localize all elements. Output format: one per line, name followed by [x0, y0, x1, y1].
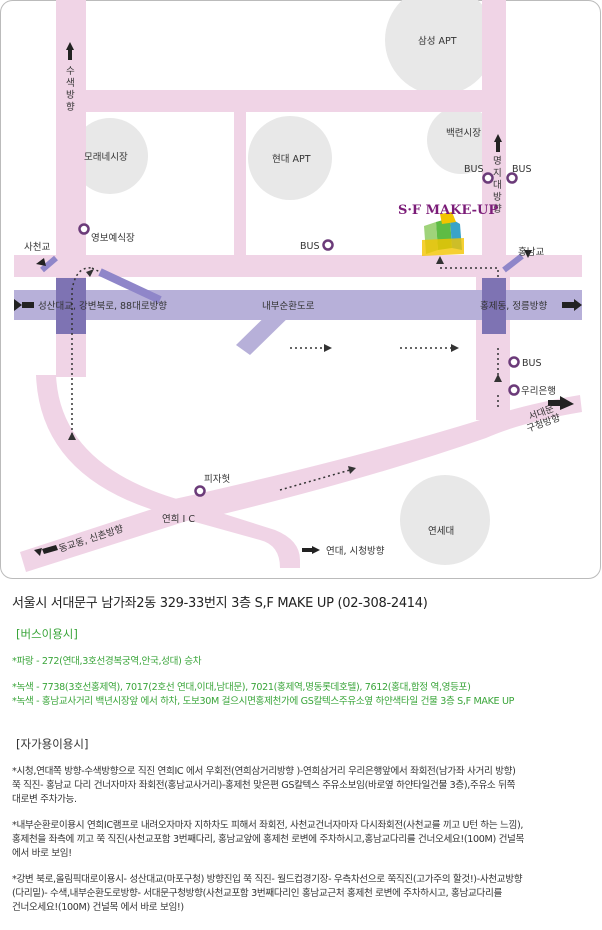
bus-marker-1	[482, 172, 494, 184]
svg-text:명: 명	[493, 156, 502, 167]
bus-line-3: *녹색 - 홍남교사거리 백년시장앞 에서 하차, 도보30M 걸으시면홍제천가…	[12, 696, 515, 707]
road-gyodong	[20, 500, 190, 572]
arrow-up-myeongji	[494, 134, 502, 152]
arrow-yeonhui	[302, 546, 320, 554]
svg-text:지: 지	[493, 168, 502, 179]
address: 서울시 서대문구 남가좌2동 329-33번지 3층 S,F MAKE UP (…	[12, 596, 428, 611]
label-hongnam-bridge: 홍남교	[518, 246, 544, 258]
road-suseak	[56, 0, 86, 255]
hongnam-pointer	[502, 253, 524, 273]
label-yeongbo: 영보예식장	[91, 233, 135, 244]
bus-section-title: [버스이용시]	[16, 627, 78, 641]
bus-marker-2	[506, 172, 518, 184]
label-hyundai-apt: 현대 APT	[272, 154, 311, 165]
arrow-right-east	[562, 299, 582, 311]
yeongbo-pointer	[98, 268, 162, 304]
road-yeonhui-curve	[36, 375, 300, 568]
arrow-seodaemun	[548, 396, 574, 410]
pizza-marker	[194, 485, 206, 497]
map-markers	[78, 172, 520, 497]
label-woori-bank: 우리은행	[521, 385, 556, 397]
arrow-up-suseak	[66, 42, 74, 60]
label-sacheon-bridge: 사천교	[24, 242, 50, 253]
woori-bank-marker	[508, 384, 520, 396]
svg-text:향: 향	[66, 101, 75, 113]
label-yeonhui-sicheong: 연대, 시청방향	[326, 545, 385, 557]
ring-ramp	[236, 300, 296, 355]
svg-text:방: 방	[66, 90, 75, 101]
road-myeongji	[482, 0, 506, 255]
yonsei-area	[400, 475, 490, 565]
label-pizza: 피자헛	[204, 474, 230, 485]
route-left	[71, 267, 93, 440]
brand-logo: S·F MAKE-UP	[398, 203, 498, 218]
hongnam-bridge-block	[482, 278, 506, 334]
road-seodaemun	[170, 395, 582, 522]
route-pizza	[279, 469, 351, 491]
moraenae-area	[72, 118, 148, 194]
shop-building-icon	[422, 212, 464, 256]
road-small-vertical	[234, 112, 246, 255]
road-upper-horizontal	[86, 90, 482, 112]
label-myeongji: 명 지 대 방 향	[493, 156, 502, 215]
car-paragraph-1: *시청,연대쪽 방향-수색방향으로 직진 연희IC 에서 우회전(연희삼거리방향…	[12, 766, 516, 805]
car-paragraph-2: *내부순환로이용시 연희IC램프로 내려오자마자 지하차도 피해서 좌회전, 사…	[12, 820, 525, 859]
label-east-road: 홍제동, 정릉방향	[480, 300, 547, 312]
label-samsung-apt: 삼성 APT	[418, 36, 457, 47]
route-left-link	[91, 267, 101, 273]
direction-arrows	[14, 42, 582, 556]
bus-line-1: *파랑 - 272(연대,3호선경복궁역,안국,성대) 승차	[12, 656, 202, 667]
bus-line-2: *녹색 - 7738(3호선홍제역), 7017(2호선 연대,이대,남대문),…	[12, 682, 471, 693]
arrow-gyodong	[34, 545, 58, 556]
car-paragraph-3: *강변 북로,올림픽대로이용시- 성산대교(마포구청) 방향진입 쭉 직진- 월…	[12, 874, 523, 913]
arrow-hongnam	[524, 250, 532, 258]
bus-marker-3	[322, 239, 334, 251]
arrow-sacheon	[36, 258, 46, 266]
baekryeon-area	[427, 106, 495, 174]
bus-lines: *파랑 - 272(연대,3호선경복궁역,안국,성대) 승차 *녹색 - 773…	[12, 655, 597, 709]
sacheon-pointer	[40, 255, 58, 273]
label-yeonhui-ic: 연희 I C	[162, 514, 195, 525]
svg-text:색: 색	[66, 78, 75, 89]
label-ring-road: 내부순환도로	[262, 300, 315, 312]
label-bus-1: BUS	[464, 164, 484, 175]
arrow-left-west	[14, 299, 34, 311]
label-yonsei: 연세대	[428, 526, 454, 537]
label-baekryeon: 백련시장	[446, 128, 481, 139]
yeongbo-marker	[78, 223, 90, 235]
map-canvas: 삼성 APT 모래네시장 현대 APT 백련시장 영보예식장 사천교 홍남교 성…	[0, 0, 601, 579]
route-arrows	[68, 256, 502, 474]
svg-text:대: 대	[493, 180, 502, 191]
car-section-title: [자가용이용시]	[16, 737, 89, 751]
hyundai-apt-area	[248, 116, 332, 200]
label-bus-2: BUS	[512, 164, 532, 175]
label-moraenae: 모래네시장	[84, 152, 128, 163]
label-bus-4: BUS	[522, 358, 542, 369]
bus-marker-4	[508, 356, 520, 368]
car-lines: *시청,연대쪽 방향-수색방향으로 직진 연희IC 에서 우회전(연희삼거리방향…	[12, 765, 597, 927]
sacheon-bridge-block	[56, 278, 86, 334]
label-bus-3: BUS	[300, 241, 320, 252]
routes	[71, 267, 499, 491]
label-suseak: 수 색 방 향	[66, 66, 75, 113]
label-west-road: 성산대교, 강변북로, 88대로방향	[38, 300, 167, 312]
location-map: 삼성 APT 모래네시장 현대 APT 백련시장 영보예식장 사천교 홍남교 성…	[0, 0, 601, 579]
svg-text:수: 수	[66, 66, 75, 77]
svg-text:향: 향	[493, 203, 502, 215]
svg-text:방: 방	[493, 192, 502, 203]
samsung-apt-area	[385, 0, 495, 95]
